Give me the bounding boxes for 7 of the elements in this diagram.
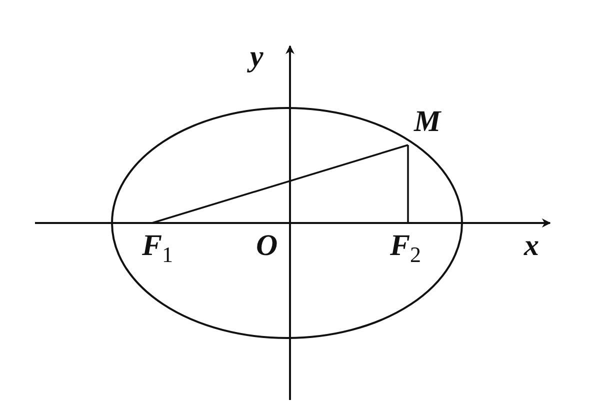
point-label: F$_{2}$ bbox=[390, 231, 422, 269]
line-segment bbox=[152, 144, 408, 224]
line-segment bbox=[407, 145, 409, 223]
point-label: M bbox=[414, 107, 441, 137]
origin-label: O bbox=[256, 231, 278, 261]
axis-label: x bbox=[524, 231, 539, 261]
point-label: F$_{1}$ bbox=[142, 231, 174, 269]
